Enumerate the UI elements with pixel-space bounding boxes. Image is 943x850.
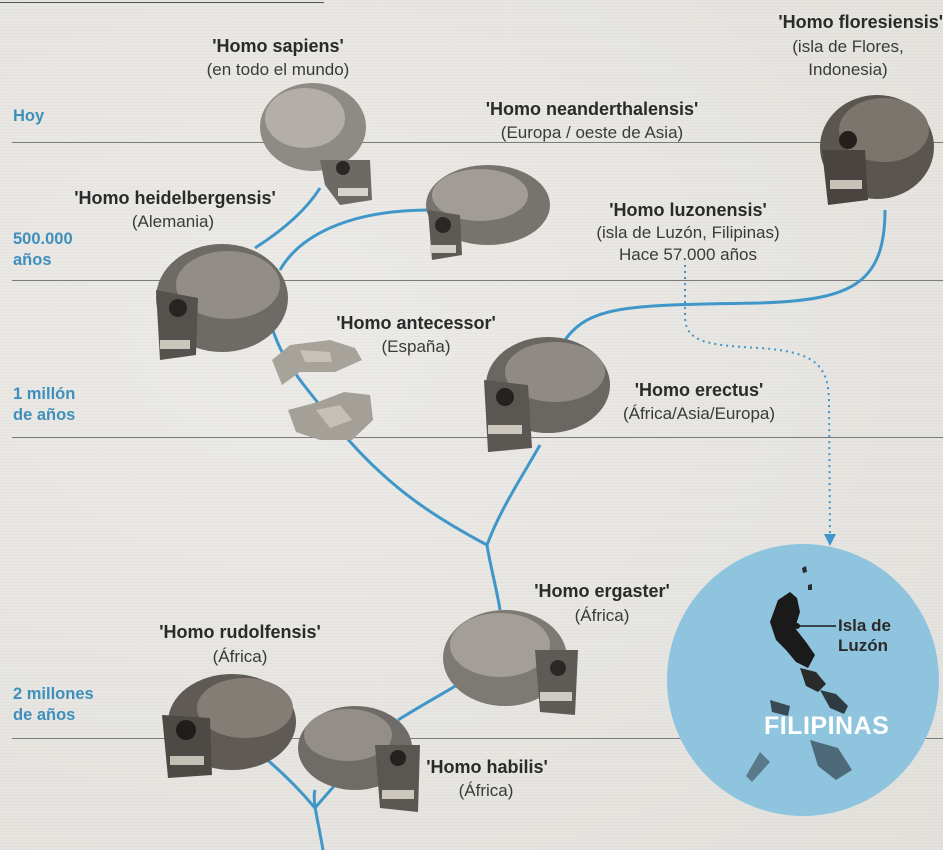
skull-icon-erectus — [484, 337, 610, 452]
skull-icon-ergaster — [443, 610, 578, 715]
label-neanderthalensis-location: (Europa / oeste de Asia) — [472, 122, 712, 143]
label-habilis-location: (África) — [446, 780, 526, 801]
skull-icon-heidelbergensis — [156, 244, 288, 360]
map-label-luzon: Isla de Luzón — [838, 616, 891, 656]
branch-split-erectus — [487, 445, 540, 545]
skull-icon-habilis — [298, 706, 420, 812]
label-rudolfensis-location: (África) — [200, 646, 280, 667]
fossil-fragment-icon-antecessor-2 — [288, 392, 373, 440]
skull-icon-floresiensis — [820, 95, 934, 205]
map-label-luzon-line1: Isla de — [838, 616, 891, 636]
skull-icon-neanderthalensis — [426, 165, 550, 260]
branch-ergaster-up — [487, 545, 500, 610]
label-habilis-name: 'Homo habilis' — [416, 757, 558, 778]
label-antecessor-name: 'Homo antecessor' — [318, 313, 514, 334]
label-antecessor-location: (España) — [366, 336, 466, 357]
label-luzonensis-location-line1: (isla de Luzón, Filipinas) — [572, 222, 804, 243]
label-ergaster-location: (África) — [562, 605, 642, 626]
label-floresiensis-location-line1: (isla de Flores, — [760, 36, 936, 57]
label-heidelbergensis-location: (Alemania) — [112, 211, 234, 232]
branch-heidel-to-neander — [280, 210, 430, 270]
map-country-label: FILIPINAS — [764, 712, 889, 741]
fossil-fragment-icon-antecessor-1 — [272, 340, 362, 385]
label-sapiens-location: (en todo el mundo) — [170, 59, 386, 80]
label-luzonensis-location-line2: Hace 57.000 años — [592, 244, 784, 265]
label-erectus-name: 'Homo erectus' — [624, 380, 774, 401]
map-label-luzon-line2: Luzón — [838, 636, 891, 656]
label-heidelbergensis-name: 'Homo heidelbergensis' — [56, 188, 294, 209]
branch-split-antecessor — [340, 430, 487, 545]
label-erectus-location: (África/Asia/Europa) — [596, 403, 802, 424]
label-ergaster-name: 'Homo ergaster' — [522, 581, 682, 602]
label-rudolfensis-name: 'Homo rudolfensis' — [142, 622, 338, 643]
skull-icon-rudolfensis — [162, 674, 296, 778]
skull-icon-sapiens — [260, 83, 372, 205]
label-luzonensis-name: 'Homo luzonensis' — [598, 200, 778, 221]
label-neanderthalensis-name: 'Homo neanderthalensis' — [462, 99, 722, 120]
label-sapiens-name: 'Homo sapiens' — [180, 36, 376, 57]
map-circle-icon — [667, 544, 939, 816]
label-floresiensis-name: 'Homo floresiensis' — [752, 12, 943, 33]
label-floresiensis-location-line2: Indonesia) — [760, 59, 936, 80]
